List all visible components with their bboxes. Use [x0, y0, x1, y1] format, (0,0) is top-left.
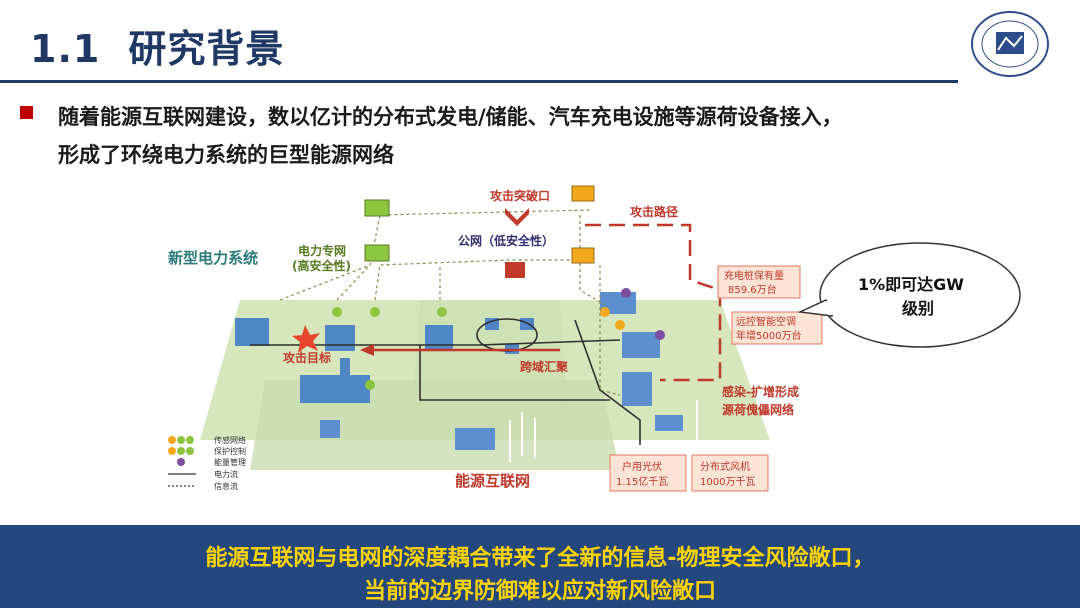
- bullet-marker: [20, 106, 33, 119]
- stat-aircon-line1: 远控智能空调: [736, 315, 796, 328]
- stat-box-wind: 分布式风机 1000万千瓦: [691, 454, 769, 492]
- section-number: 1.1: [30, 27, 101, 71]
- load-platform: [560, 300, 770, 440]
- stat-wind-line2: 1000万千瓦: [700, 476, 755, 488]
- attack-target-star: [292, 325, 320, 353]
- energy-internet-label: 能源互联网: [455, 472, 530, 490]
- stat-wind-line1: 分布式风机: [700, 460, 750, 473]
- attack-breach-label: 攻击突破口: [490, 188, 550, 203]
- footer-banner: [0, 525, 1080, 608]
- breach-chevron: [505, 208, 529, 226]
- legend-energy-mgmt: 能量管理: [214, 457, 246, 467]
- stat-pv-line2: 1.15亿千瓦: [616, 475, 668, 488]
- university-logo: [971, 11, 1049, 77]
- title-divider: [0, 80, 958, 83]
- stat-charging-line2: 859.6万台: [728, 283, 777, 296]
- private-network-label: 电力专网: [298, 243, 346, 258]
- stat-aircon-line2: 年增5000万台: [736, 329, 801, 342]
- node-markers: [332, 288, 665, 390]
- stat-box-pv: 户用光伏 1.15亿千瓦: [609, 454, 687, 492]
- footer-line-2: 当前的边界防御难以应对新风险敞口: [363, 579, 716, 604]
- legend-sensing: 传感网络: [214, 435, 246, 445]
- legend-protection: 保护控制: [214, 446, 246, 456]
- infection-label-line1: 感染-扩增形成: [722, 384, 799, 399]
- cross-domain-label: 跨域汇聚: [520, 359, 569, 374]
- bullet-line-2: 形成了环绕电力系统的巨型能源网络: [58, 143, 394, 167]
- information-flow-lines: [279, 209, 621, 396]
- attack-path-line: [585, 223, 722, 382]
- attack-arrow-head: [360, 344, 374, 356]
- new-power-system-label: 新型电力系统: [168, 249, 258, 267]
- computer-icons: [364, 185, 595, 278]
- callout-bubble: 1%即可达GW 级别: [797, 242, 1021, 348]
- legend-power-flow: 电力流: [214, 469, 238, 479]
- section-title: 研究背景: [128, 27, 285, 71]
- stat-charging-line1: 充电桩保有量: [724, 269, 784, 282]
- legend-info-flow: 信息流: [214, 481, 238, 491]
- bullet-line-1: 随着能源互联网建设，数以亿计的分布式发电/储能、汽车充电设施等源荷设备接入，: [58, 105, 843, 129]
- stat-box-charging: 充电桩保有量 859.6万台: [717, 265, 801, 299]
- attack-path-label: 攻击路径: [630, 204, 678, 219]
- private-network-security: (高安全性): [292, 258, 351, 273]
- page-title: 1.1 研究背景: [30, 18, 284, 73]
- callout-text-line2: 级别: [902, 299, 934, 318]
- energy-network-diagram: 攻击突破口 攻击路径 公网（低安全性） 新型电力系统 电力专网 (高安全性) 攻…: [168, 185, 1021, 492]
- callout-text-line1: 1%即可达GW: [858, 275, 964, 294]
- diagram-legend: 传感网络 保护控制 能量管理 电力流 信息流: [168, 435, 246, 491]
- public-network-label: 公网（低安全性）: [458, 233, 554, 248]
- attack-target-label: 攻击目标: [283, 350, 331, 365]
- infection-label-line2: 源荷傀儡网络: [722, 402, 794, 417]
- bullet-paragraph: 随着能源互联网建设，数以亿计的分布式发电/储能、汽车充电设施等源荷设备接入， 形…: [58, 98, 1068, 174]
- footer-line-1: 能源互联网与电网的深度耦合带来了全新的信息-物理安全风险敞口，: [205, 546, 875, 571]
- wind-turbine-icon: [509, 400, 698, 462]
- stat-box-aircon: 远控智能空调 年增5000万台: [731, 311, 823, 345]
- stat-pv-line1: 户用光伏: [622, 460, 662, 473]
